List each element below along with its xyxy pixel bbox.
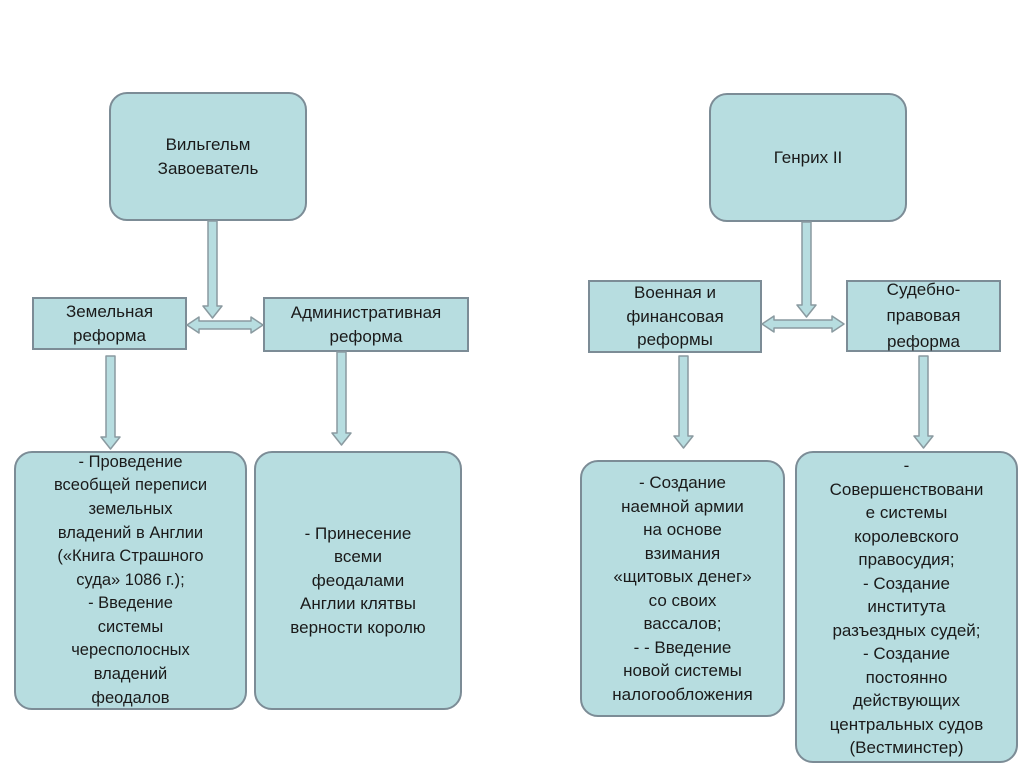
node-administrative-reform-details: - Принесение всеми феодалами Англии клят… <box>254 451 462 710</box>
arrow-down <box>100 355 121 450</box>
node-label: Вильгельм Завоеватель <box>157 135 259 178</box>
node-administrative-reform: Административная реформа <box>263 297 469 352</box>
arrow-down <box>331 351 352 446</box>
arrow-double <box>186 316 264 334</box>
node-label: - Принесение всеми феодалами Англии клят… <box>290 523 426 637</box>
node-label: - Проведение всеобщей переписи земельных… <box>53 452 208 707</box>
node-label: - Совершенствовани е системы королевског… <box>829 456 984 758</box>
node-label: Административная реформа <box>290 303 442 346</box>
node-land-reform-details: - Проведение всеобщей переписи земельных… <box>14 451 247 710</box>
arrow-down <box>673 355 694 449</box>
arrow-down <box>796 221 817 318</box>
node-henry-ii: Генрих II <box>709 93 907 222</box>
node-label: Судебно- правовая реформа <box>886 280 961 351</box>
node-judicial-details: - Совершенствовани е системы королевског… <box>795 451 1018 763</box>
arrow-down <box>913 355 934 449</box>
node-military-financial-reform: Военная и финансовая реформы <box>588 280 762 353</box>
node-military-financial-details: - Создание наемной армии на основе взима… <box>580 460 785 717</box>
node-land-reform: Земельная реформа <box>32 297 187 350</box>
node-label: - Создание наемной армии на основе взима… <box>612 473 753 704</box>
arrow-double <box>761 315 845 333</box>
node-label: Военная и финансовая реформы <box>626 283 724 350</box>
arrow-down <box>202 220 223 319</box>
node-label: Земельная реформа <box>65 302 154 345</box>
node-label: Генрих II <box>773 147 843 167</box>
node-william-conqueror: Вильгельм Завоеватель <box>109 92 307 221</box>
node-judicial-reform: Судебно- правовая реформа <box>846 280 1001 352</box>
